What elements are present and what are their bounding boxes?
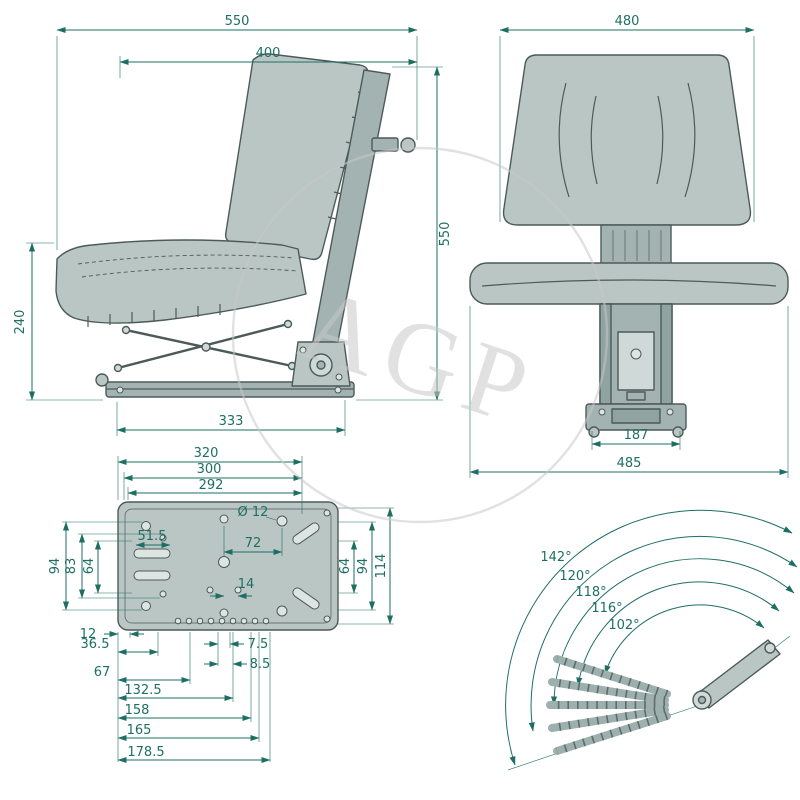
base-hole [666, 408, 674, 416]
dim-333: 333 [219, 414, 244, 429]
plate-adjust-hole-row [174, 617, 270, 625]
cushion-ribs [87, 304, 221, 327]
plate-holes [133, 509, 331, 623]
bracket-hole [299, 346, 307, 354]
suspension-top-ribs [612, 230, 662, 261]
slide-knob [95, 373, 109, 387]
side-view-dimensions: 550 400 550 240 333 [13, 14, 453, 436]
dim-480: 480 [615, 14, 640, 29]
dim-36-5: 36.5 [81, 637, 110, 652]
watermark-circle [231, 146, 609, 524]
slider-foot [626, 391, 646, 401]
angle-label-120: 120° [559, 569, 590, 584]
cushion-front-seam [481, 279, 777, 287]
dim-12: 12 [80, 627, 97, 642]
dim-left-64: 64 [82, 558, 97, 575]
suspension-rail-right [660, 303, 673, 405]
dim-14: 14 [238, 577, 255, 592]
dim-550-top: 550 [225, 14, 250, 29]
dim-right-64: 64 [338, 558, 353, 575]
dim-165: 165 [127, 723, 152, 738]
cushion-stitching [77, 254, 299, 278]
dim-right-94: 94 [356, 558, 371, 575]
base-roller-left [588, 426, 600, 438]
pivot-center [316, 360, 326, 370]
dim-8-5: 8.5 [250, 657, 271, 672]
rail-hole-right [334, 386, 342, 394]
dim-67: 67 [94, 665, 111, 680]
angle-label-116: 116° [591, 601, 622, 616]
rail-hole-left [116, 386, 124, 394]
plate-dimensions: 320 300 292 Ø 12 51.5 72 14 [48, 446, 394, 764]
plate-inner-contour [124, 508, 332, 624]
dim-51-5: 51.5 [138, 529, 167, 544]
backrest-slits [558, 82, 696, 198]
base-front-inner [611, 408, 661, 424]
scissor-suspension [113, 319, 297, 373]
arm-bolt [764, 642, 776, 654]
dim-320: 320 [194, 446, 219, 461]
seat-cushion-side [55, 239, 307, 324]
angle-diagram: 142° 120° 118° 116° 102° [505, 509, 798, 771]
dim-7-5: 7.5 [248, 637, 269, 652]
bracket-hole [335, 373, 343, 381]
dim-72: 72 [245, 536, 262, 551]
suspension-slider [617, 331, 655, 391]
dim-400: 400 [256, 46, 281, 61]
dim-187: 187 [624, 428, 649, 443]
suspension-top-plate [600, 224, 672, 266]
hole-diameter-label: Ø 12 [238, 505, 269, 520]
base-roller-right [672, 426, 684, 438]
base-hole [598, 408, 606, 416]
mounting-plate-view: 320 300 292 Ø 12 51.5 72 14 [48, 446, 394, 764]
dim-left-94: 94 [48, 558, 63, 575]
angle-label-142: 142° [540, 550, 571, 565]
tilted-rails [546, 655, 671, 755]
dim-300: 300 [197, 462, 222, 477]
dim-178-5: 178.5 [127, 745, 164, 760]
dim-550-right: 550 [438, 222, 453, 247]
dim-485: 485 [617, 456, 642, 471]
dim-158: 158 [125, 703, 150, 718]
dim-292: 292 [199, 478, 224, 493]
dim-right-114: 114 [374, 554, 389, 579]
backrest-front [502, 54, 752, 226]
dim-132-5: 132.5 [124, 683, 161, 698]
front-view-dimensions: 480 187 485 [469, 14, 789, 478]
side-view: 550 400 550 240 333 [13, 14, 453, 436]
angle-label-118: 118° [575, 585, 606, 600]
dim-left-83: 83 [64, 558, 79, 575]
pivot-hub-center [697, 695, 707, 705]
dim-240: 240 [13, 310, 28, 335]
angle-labels: 142° 120° 118° 116° 102° [540, 550, 639, 633]
slider-hole [630, 348, 642, 360]
angle-label-102: 102° [608, 618, 639, 633]
